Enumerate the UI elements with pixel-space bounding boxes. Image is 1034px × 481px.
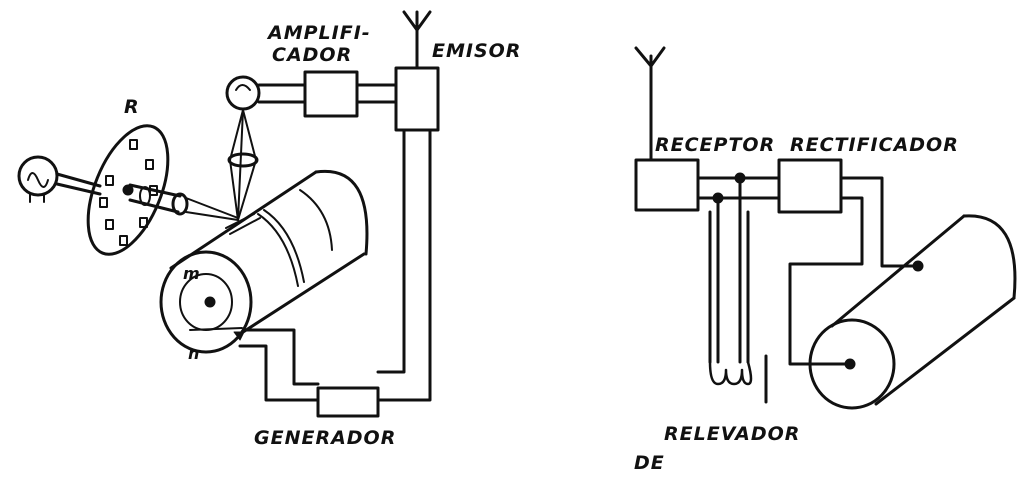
mark-m-label: m	[183, 264, 201, 283]
lens-tube	[128, 183, 189, 216]
generator-box	[316, 386, 380, 418]
antenna-icon	[402, 10, 432, 70]
generator-label: GENERADOR	[254, 427, 397, 449]
disc-label: R	[124, 96, 140, 118]
photocell-icon	[225, 75, 261, 111]
emitter-label: EMISOR	[432, 40, 522, 62]
beam-to-drum	[185, 197, 239, 219]
wire-emitter-generator-outer	[376, 128, 432, 402]
amplifier-label-line2: CADOR	[272, 44, 353, 66]
receiver-drum	[808, 214, 1017, 410]
emitter-box	[394, 66, 440, 132]
mark-n-label: n	[188, 344, 201, 363]
beam-to-drum-2	[185, 211, 239, 221]
receiver-box	[634, 158, 700, 212]
amplifier-box	[303, 70, 359, 118]
relay-label: RELEVADOR	[664, 423, 801, 445]
wire-emitter-generator-inner	[376, 128, 406, 374]
transmitter-drum	[159, 169, 369, 354]
lens-icon	[227, 109, 259, 221]
relay-coil-icon	[708, 354, 768, 404]
relay-prefix-label: DE	[634, 452, 665, 474]
antenna-icon	[634, 46, 666, 94]
wire-rectifier-drum-a	[839, 176, 920, 268]
wire-rectifier-drum-b	[788, 196, 864, 366]
light-path-lamp	[55, 172, 102, 188]
rectifier-label: RECTIFICADOR	[790, 134, 959, 156]
perforated-disc	[86, 124, 170, 256]
wire-generator-drum-b	[244, 328, 320, 386]
receiver-label: RECEPTOR	[655, 134, 776, 156]
lamp-icon	[17, 155, 59, 203]
wire-generator-drum-a	[238, 344, 320, 402]
amplifier-label-line1: AMPLIFI-	[268, 22, 371, 44]
rectifier-box	[777, 158, 843, 214]
